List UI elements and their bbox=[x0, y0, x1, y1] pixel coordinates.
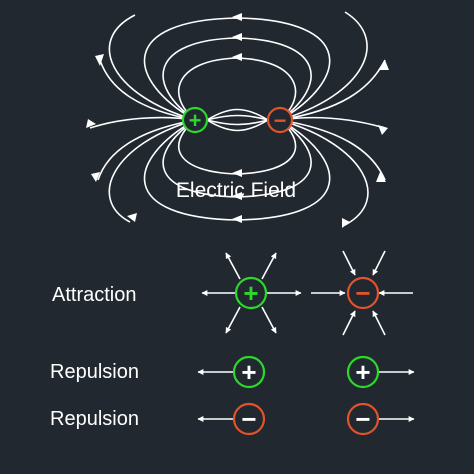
field-arrows bbox=[86, 13, 389, 228]
field-line bbox=[279, 119, 369, 226]
field-negative-charge: − bbox=[266, 106, 294, 134]
field-line bbox=[279, 11, 368, 121]
field-positive-charge: + bbox=[181, 106, 209, 134]
repulsion-positive-right bbox=[346, 355, 415, 389]
row-label-repulsion-negative: Repulsion bbox=[50, 408, 139, 430]
repulsion-negative-left-symbol: − bbox=[241, 404, 256, 434]
arrow-icon bbox=[376, 172, 386, 182]
positive-symbol: + bbox=[189, 108, 202, 133]
field-lines bbox=[89, 11, 386, 226]
row-label-repulsion-positive: Repulsion bbox=[50, 361, 139, 383]
arrow-icon bbox=[378, 125, 388, 135]
attraction-positive-symbol: + bbox=[243, 278, 258, 308]
field-title: Electric Field bbox=[176, 179, 296, 202]
repulsion-positive-right-symbol: + bbox=[355, 357, 370, 387]
negative-symbol: − bbox=[274, 108, 287, 133]
field-line bbox=[108, 119, 196, 223]
arrow-icon bbox=[232, 33, 242, 41]
arrow-icon bbox=[127, 213, 137, 222]
arrow-icon bbox=[378, 60, 389, 70]
arrow-icon bbox=[232, 53, 242, 61]
arrow-icon bbox=[86, 119, 96, 128]
field-line bbox=[206, 108, 269, 121]
attraction-negative-symbol: − bbox=[355, 278, 370, 308]
repulsion-positive-left-symbol: + bbox=[241, 357, 256, 387]
arrow-icon bbox=[232, 192, 242, 200]
row-label-attraction: Attraction bbox=[52, 284, 136, 306]
arrow-icon bbox=[232, 13, 242, 21]
attraction-positive bbox=[201, 252, 302, 334]
arrow-icon bbox=[91, 172, 100, 182]
field-line bbox=[206, 119, 269, 132]
field-line bbox=[99, 59, 196, 121]
field-line bbox=[206, 114, 269, 121]
arrow-icon bbox=[232, 169, 242, 177]
field-line bbox=[206, 119, 269, 126]
repulsion-negative-left bbox=[197, 402, 266, 436]
repulsion-positive-left bbox=[197, 355, 266, 389]
field-line bbox=[108, 14, 196, 121]
arrow-icon bbox=[95, 54, 104, 66]
field-line bbox=[97, 119, 196, 181]
repulsion-negative-right bbox=[346, 402, 415, 436]
repulsion-negative-right-symbol: − bbox=[355, 404, 370, 434]
arrow-icon bbox=[232, 215, 242, 223]
field-line bbox=[279, 119, 386, 181]
attraction-negative bbox=[311, 250, 413, 336]
arrow-icon bbox=[342, 218, 350, 228]
